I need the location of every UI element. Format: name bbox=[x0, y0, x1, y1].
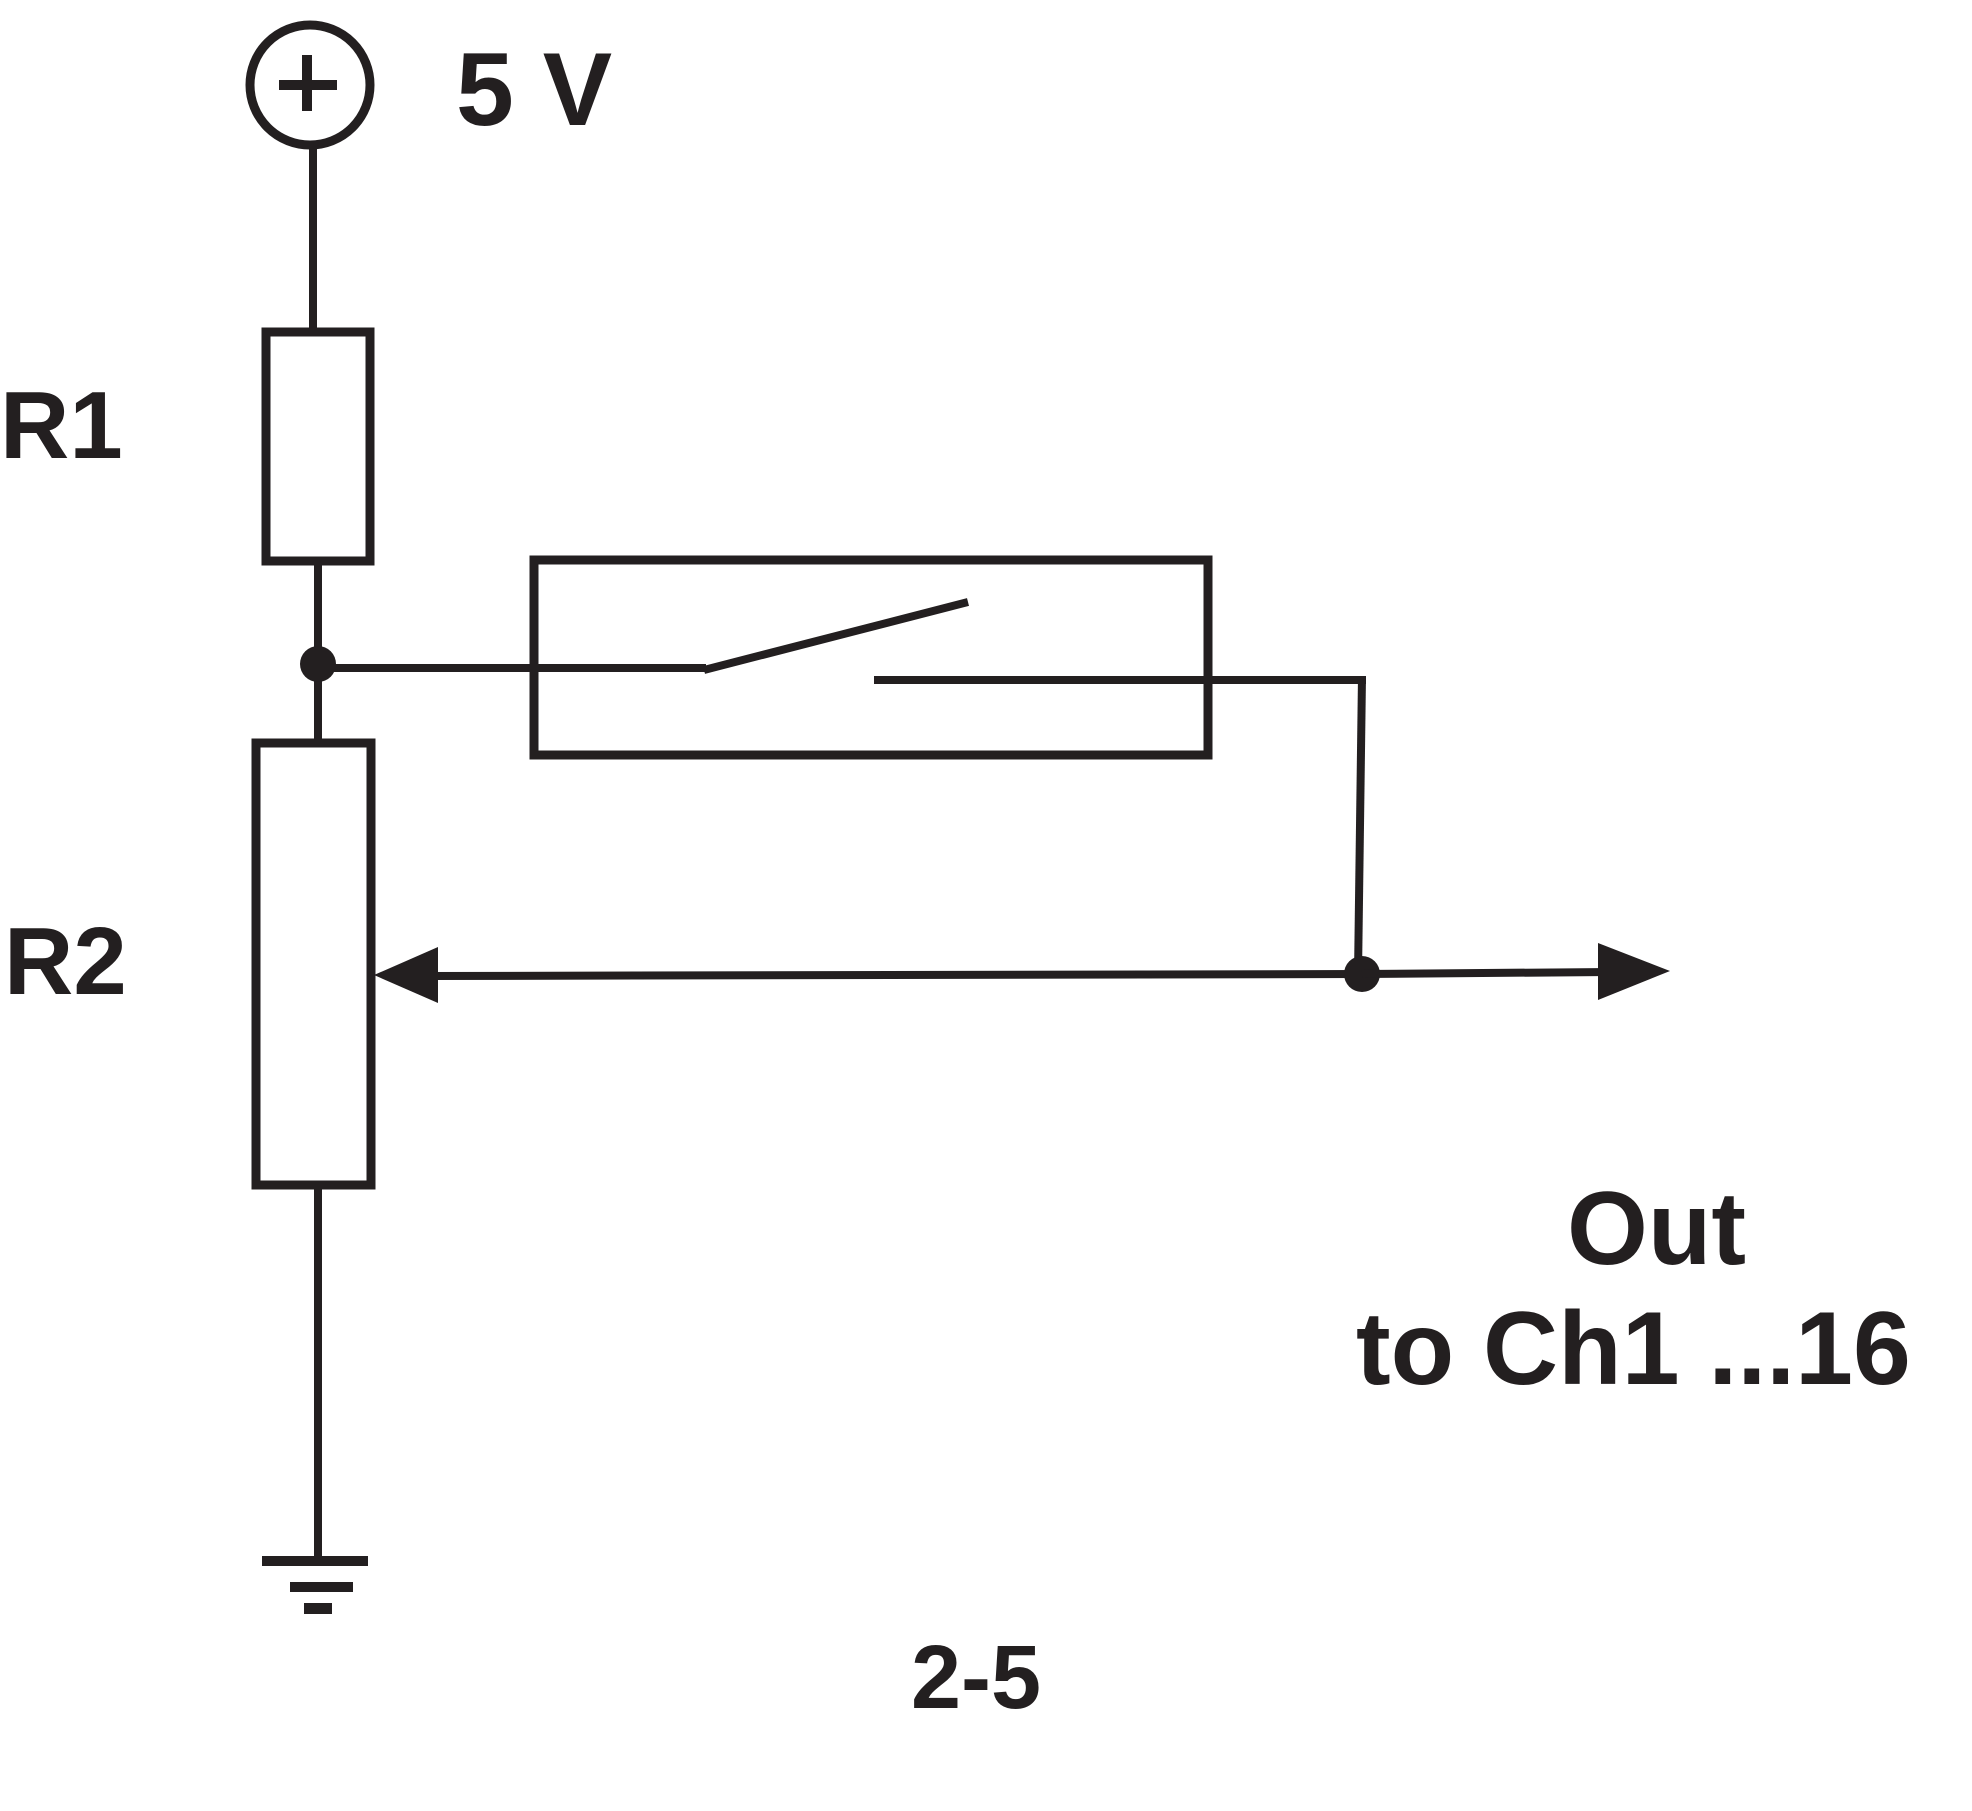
resistor-r2 bbox=[251, 738, 376, 1190]
ground-bar-1 bbox=[262, 1556, 368, 1566]
figure-id: 2-5 bbox=[911, 1628, 1041, 1728]
open-switch-icon bbox=[703, 598, 1206, 684]
output-label-line1: Out bbox=[1567, 1171, 1746, 1287]
r1-label: R1 bbox=[0, 372, 123, 479]
positive-terminal-icon bbox=[245, 20, 375, 150]
wire-drop-to-output bbox=[1354, 675, 1366, 976]
switch-enclosure bbox=[529, 555, 1213, 760]
supply-voltage-label: 5 V bbox=[456, 32, 612, 148]
switch-blade bbox=[703, 598, 969, 674]
resistor-r1 bbox=[261, 327, 375, 566]
output-arrowhead bbox=[1598, 943, 1670, 1000]
ground-icon bbox=[262, 1556, 368, 1614]
ground-bar-2 bbox=[290, 1582, 353, 1592]
output-arrow-icon bbox=[1361, 943, 1670, 1000]
ground-bar-3 bbox=[304, 1603, 332, 1614]
wiper-line bbox=[429, 970, 1363, 980]
output-line bbox=[1361, 968, 1611, 978]
r2-label: R2 bbox=[4, 908, 127, 1015]
output-label-line2: to Ch1 ...16 bbox=[1356, 1291, 1911, 1407]
wiper-arrowhead bbox=[374, 947, 438, 1003]
plus-vertical bbox=[302, 55, 312, 111]
wiper-arrow-icon bbox=[374, 947, 1363, 1003]
